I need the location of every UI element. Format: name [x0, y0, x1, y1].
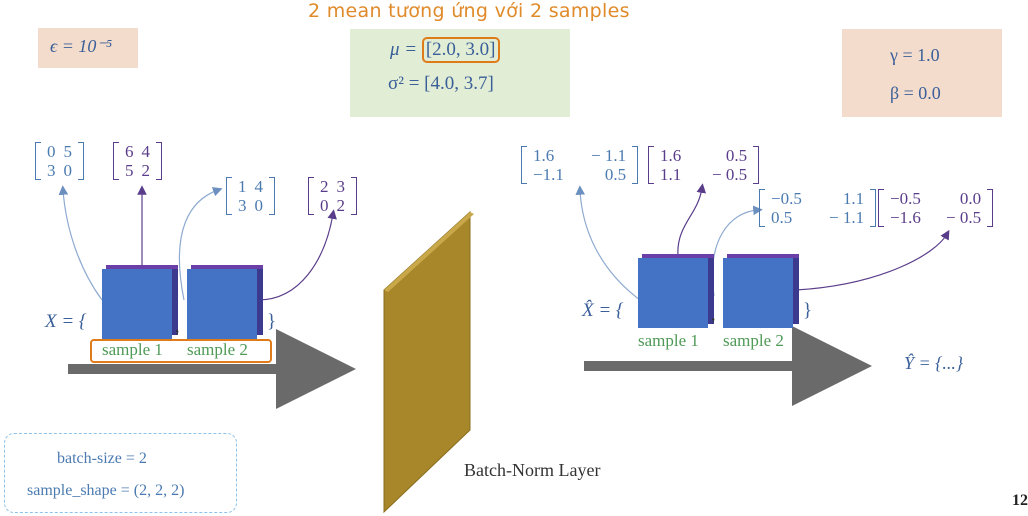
output-y-hat: Ŷ = {...} [904, 353, 964, 373]
cube-side [708, 258, 714, 324]
gamma-text: γ = 1.0 [890, 45, 940, 65]
output-sample2-label: sample 2 [723, 331, 784, 350]
output-cube-2 [723, 254, 799, 328]
cube-face [638, 258, 708, 328]
mean-value-highlight: [2.0, 3.0] [421, 37, 500, 63]
cube-top [106, 265, 178, 270]
cube-face [102, 269, 172, 339]
cube-face [187, 269, 257, 339]
cube-top [191, 265, 263, 270]
batch-norm-layer-shape [383, 210, 471, 514]
page-number: 12 [1012, 492, 1028, 509]
cube-top [727, 254, 799, 259]
stats-box: μ = [2.0, 3.0] σ² = [4.0, 3.7] [350, 29, 570, 117]
input-close-brace: } [267, 311, 277, 332]
input-set-label: X = { [45, 311, 87, 332]
cube-side [257, 269, 263, 335]
params-box: γ = 1.0 β = 0.0 [842, 29, 1002, 117]
input-cube-1 [102, 265, 178, 339]
arrow-x2-channel1 [178, 187, 223, 301]
arrow-x2-channel2 [257, 209, 337, 301]
config-box: batch-size = 2 sample_shape = (2, 2, 2) [4, 433, 237, 513]
cube-side [793, 258, 799, 324]
cube-side [172, 269, 178, 335]
batch-size-text: batch-size = 2 [57, 450, 147, 467]
annotation-text: 2 mean tương ứng với 2 samples [308, 0, 630, 22]
mean-prefix: μ = [390, 39, 422, 60]
input-sample1-label: sample 1 [102, 340, 163, 359]
sample-shape-text: sample_shape = (2, 2, 2) [27, 482, 185, 499]
arrow-x1-channel1 [58, 185, 103, 301]
arrow-xhat1-channel1 [575, 185, 641, 301]
variance-text: σ² = [4.0, 3.7] [388, 73, 494, 94]
mean-row: μ = [2.0, 3.0] [390, 37, 500, 63]
epsilon-text: ϵ = 10⁻⁵ [50, 36, 113, 56]
output-cube-1 [638, 254, 714, 328]
beta-text: β = 0.0 [890, 83, 941, 103]
arrow-xhat1-channel2 [677, 183, 707, 257]
output-sample1-label: sample 1 [638, 331, 699, 350]
cube-top [642, 254, 714, 259]
arrow-xhat2-channel2 [795, 229, 950, 291]
cube-face [723, 258, 793, 328]
output-close-brace: } [803, 300, 813, 321]
input-cube-2 [187, 265, 263, 339]
input-sample2-label: sample 2 [187, 340, 248, 359]
samples-highlight-box [90, 339, 272, 363]
layer-label: Batch-Norm Layer [464, 460, 601, 480]
output-set-label: X̂ = { [582, 300, 624, 321]
epsilon-box: ϵ = 10⁻⁵ [38, 28, 138, 68]
input-comma: , [175, 316, 180, 336]
output-comma: , [711, 304, 716, 324]
